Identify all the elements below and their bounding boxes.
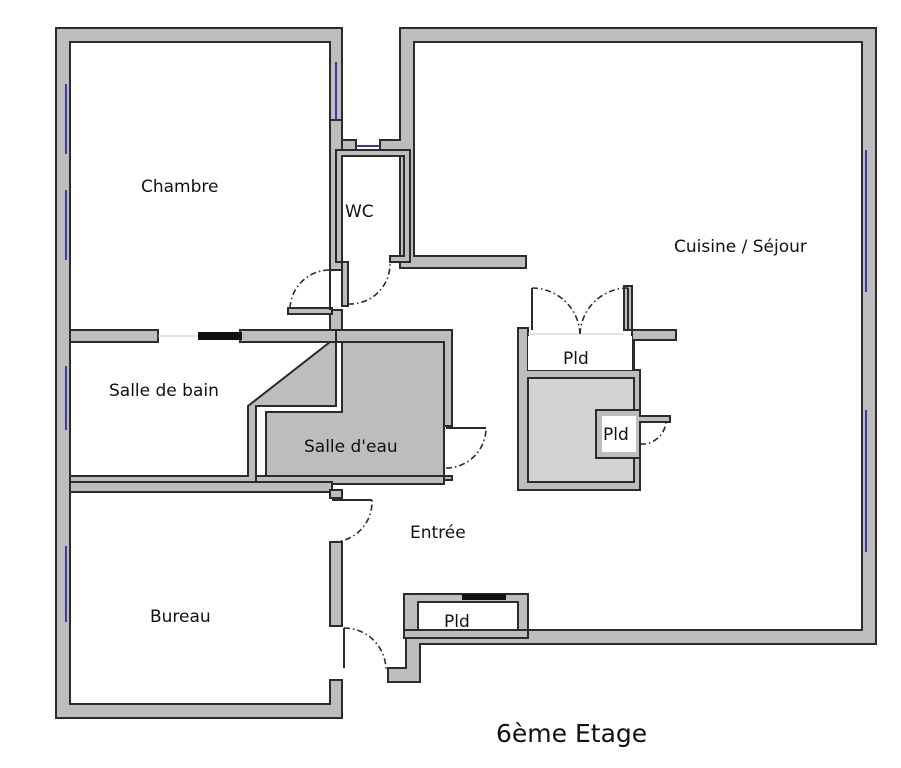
label-bureau: Bureau [150,607,211,627]
chambre-sdb-wall-left [69,329,159,343]
label-placard-kitchen: Pld [563,349,589,369]
salle-eau-walls [265,329,453,477]
label-cuisine-sejour: Cuisine / Séjour [674,237,807,257]
windows [65,62,867,622]
bureau-east-wall-upper [329,489,343,499]
wc-walls [335,149,411,263]
sdb-bureau-wall [69,481,333,493]
door-small-placard-arc [639,419,667,445]
walls [55,27,877,719]
door-salle-eau-arc [445,427,487,469]
chambre-sdb-bar [198,332,242,340]
corridor-stub-wall [287,307,333,315]
door-bureau-upper-arc [331,499,373,543]
door-kitchen-left-arc [531,287,581,335]
door-entrance-arc [343,627,387,671]
kitchen-pld-fill [528,336,632,370]
left-wing-walls [55,27,357,719]
entrance-placard-bar [462,594,506,600]
floor-title: 6ème Etage [496,719,647,748]
salle-eau-east-lower [443,475,453,481]
label-placard-entrance: Pld [444,612,470,632]
door-kitchen-right-arc [579,287,629,335]
label-chambre: Chambre [141,177,219,197]
doors [289,263,667,671]
label-wc: WC [345,202,374,222]
entrance-placard-floor [403,629,529,639]
room-labels: Chambre WC Cuisine / Séjour Salle de bai… [109,177,807,632]
door-wc-arc [347,263,391,305]
label-entree: Entrée [410,523,466,543]
label-salle-de-bain: Salle de bain [109,381,219,401]
label-salle-eau: Salle d'eau [304,437,398,457]
bureau-east-wall [329,541,343,627]
small-placard-fill [602,416,636,452]
door-chambre-arc [289,269,331,309]
wc-door-jamb [341,261,349,307]
label-placard-small: Pld [603,425,629,445]
